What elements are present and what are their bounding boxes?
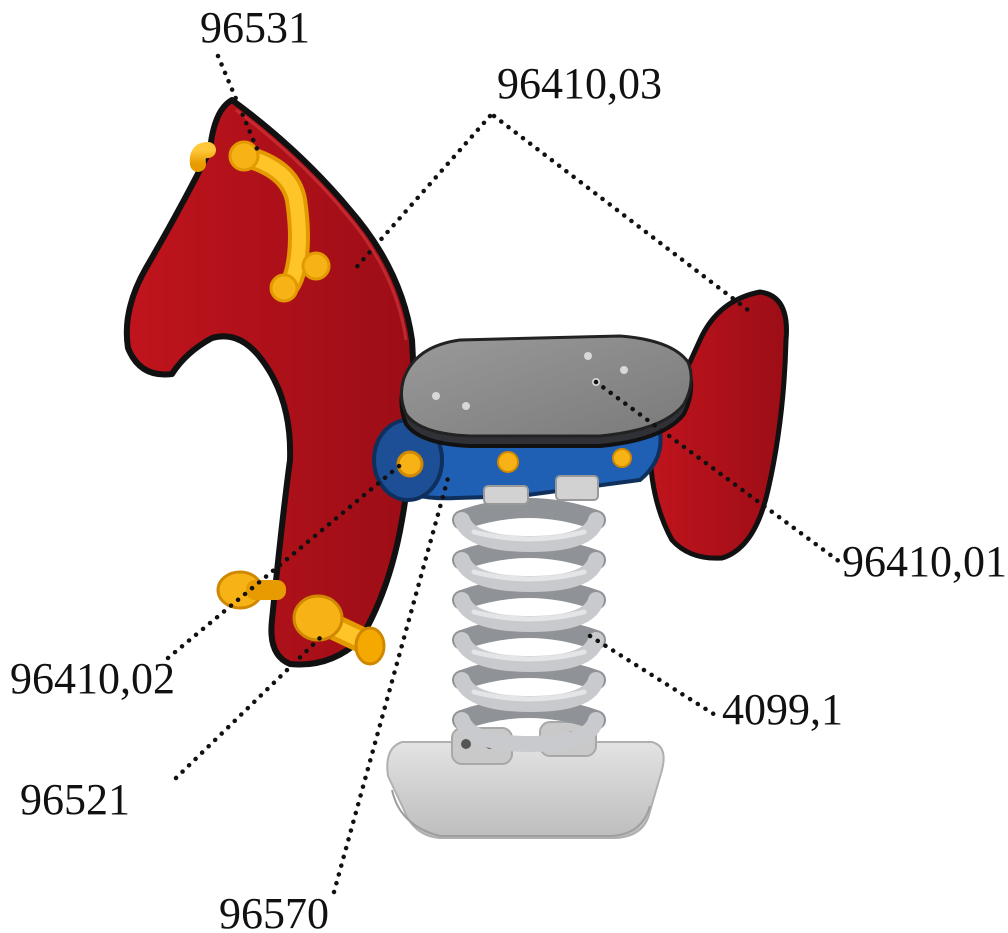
label-footrest-far: 96410,02 <box>10 654 175 703</box>
label-spring: 4099,1 <box>722 685 843 734</box>
seat-icon <box>401 336 691 446</box>
label-body-panel: 96410,03 <box>497 59 662 108</box>
label-footrest-near: 96521 <box>20 775 130 824</box>
leader-footrest-near <box>176 636 322 778</box>
label-seat: 96410,01 <box>842 537 1007 586</box>
label-handle: 96531 <box>200 3 310 52</box>
leader-tail-panel <box>494 116 748 310</box>
leader-spring <box>590 636 720 718</box>
horse-body-icon <box>127 100 414 665</box>
label-bracket: 96570 <box>219 889 329 933</box>
leader-body-panel <box>354 116 490 270</box>
spring-icon <box>462 508 596 744</box>
